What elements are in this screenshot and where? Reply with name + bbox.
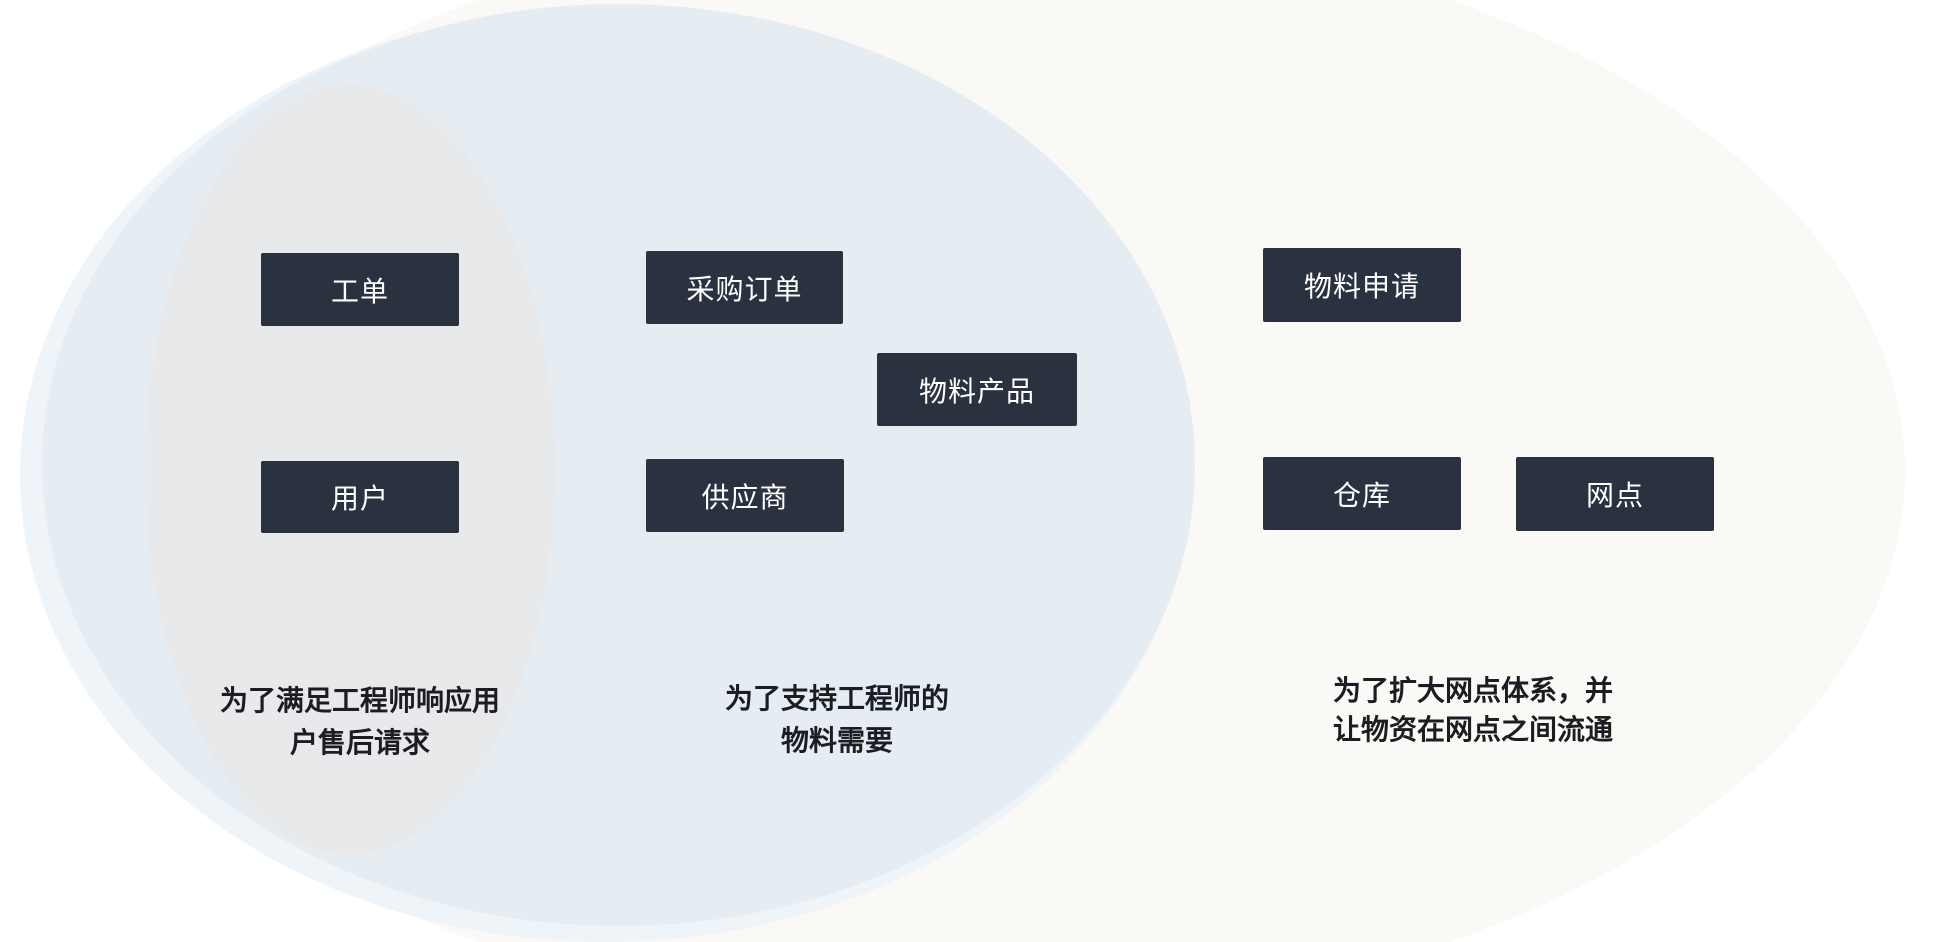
caption-supply: 为了支持工程师的 物料需要 [637, 678, 1037, 762]
entity-label-warehouse: 仓库 [1332, 479, 1391, 511]
entity-label-outlet: 网点 [1585, 480, 1644, 511]
entity-label-work-order: 工单 [330, 275, 389, 307]
entity-label-material-request: 物料申请 [1303, 271, 1420, 302]
entity-box-supplier: 供应商 [646, 459, 844, 532]
caption-network: 为了扩大网点体系，并 让物资在网点之间流通 [1333, 671, 1753, 749]
caption-supply-line1: 为了支持工程师的 [724, 683, 949, 714]
entity-box-outlet: 网点 [1516, 457, 1714, 531]
caption-aftersales-line1: 为了满足工程师响应用 [219, 685, 500, 716]
entity-box-user: 用户 [261, 461, 459, 533]
caption-supply-line2: 物料需要 [780, 725, 893, 756]
caption-network-line1: 为了扩大网点体系，并 [1333, 675, 1614, 706]
entity-box-work-order: 工单 [261, 253, 459, 326]
entity-box-purchase-order: 采购订单 [646, 251, 843, 324]
entity-label-supplier: 供应商 [701, 481, 789, 513]
entity-box-warehouse: 仓库 [1263, 457, 1461, 530]
caption-network-line2: 让物资在网点之间流通 [1333, 714, 1614, 745]
caption-aftersales-line2: 户售后请求 [289, 727, 430, 758]
entity-box-material-request: 物料申请 [1263, 248, 1461, 322]
caption-aftersales: 为了满足工程师响应用 户售后请求 [160, 680, 560, 764]
entity-label-material-product: 物料产品 [918, 375, 1035, 407]
entity-label-purchase-order: 采购订单 [686, 273, 803, 305]
entity-label-user: 用户 [330, 483, 389, 514]
entity-box-material-product: 物料产品 [877, 353, 1077, 426]
